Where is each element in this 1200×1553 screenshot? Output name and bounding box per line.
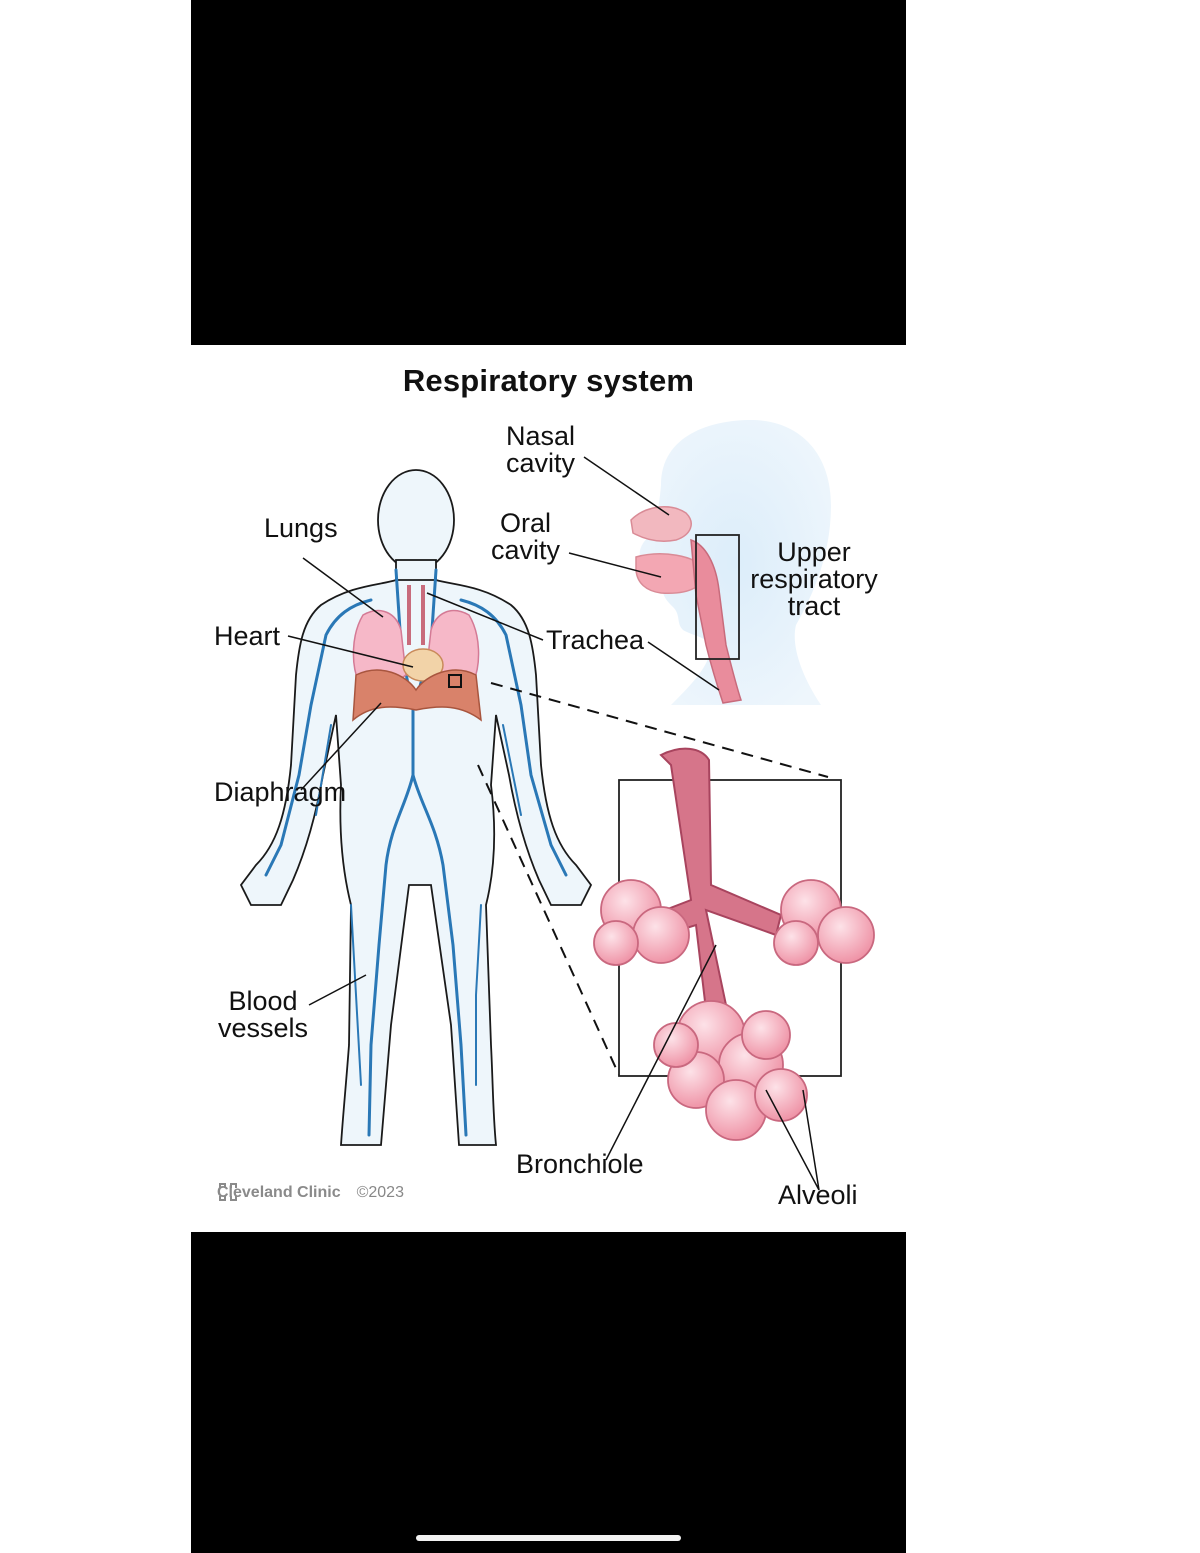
zoom-source-box <box>448 674 462 688</box>
anatomy-illustration <box>239 420 875 1191</box>
human-body-illustration <box>239 469 593 1146</box>
zoom-connector-lines <box>477 682 829 1076</box>
footer-credit: Cleveland Clinic ©2023 <box>217 1181 404 1205</box>
label-trachea: Trachea <box>546 625 645 655</box>
label-alveoli: Alveoli <box>778 1180 858 1210</box>
label-upper-respiratory-tract: Upper respiratory tract <box>750 537 878 621</box>
footer-copyright: ©2023 <box>356 1184 404 1201</box>
footer-brand: Cleveland Clinic <box>217 1184 341 1201</box>
label-leader-lines <box>287 456 820 1191</box>
label-bronchiole: Bronchiole <box>516 1149 644 1179</box>
bronchiole-inset <box>593 747 875 1141</box>
home-indicator-bar[interactable] <box>416 1535 681 1541</box>
cleveland-clinic-logo-icon <box>219 1183 237 1201</box>
label-nasal-cavity: Nasal cavity <box>506 421 576 478</box>
diagram-title: Respiratory system <box>402 363 695 398</box>
upper-tract-box <box>695 534 740 660</box>
label-heart: Heart <box>214 621 281 651</box>
label-blood-vessels: Blood vessels <box>218 986 309 1043</box>
label-diaphragm: Diaphragm <box>214 777 347 807</box>
lungs-illustration <box>352 585 480 685</box>
respiratory-diagram-panel: Respiratory system Nasal cavity Oral cav… <box>191 345 906 1232</box>
head-profile-illustration <box>630 420 831 705</box>
label-lungs: Lungs <box>264 513 338 543</box>
label-oral-cavity: Oral cavity <box>491 508 561 565</box>
